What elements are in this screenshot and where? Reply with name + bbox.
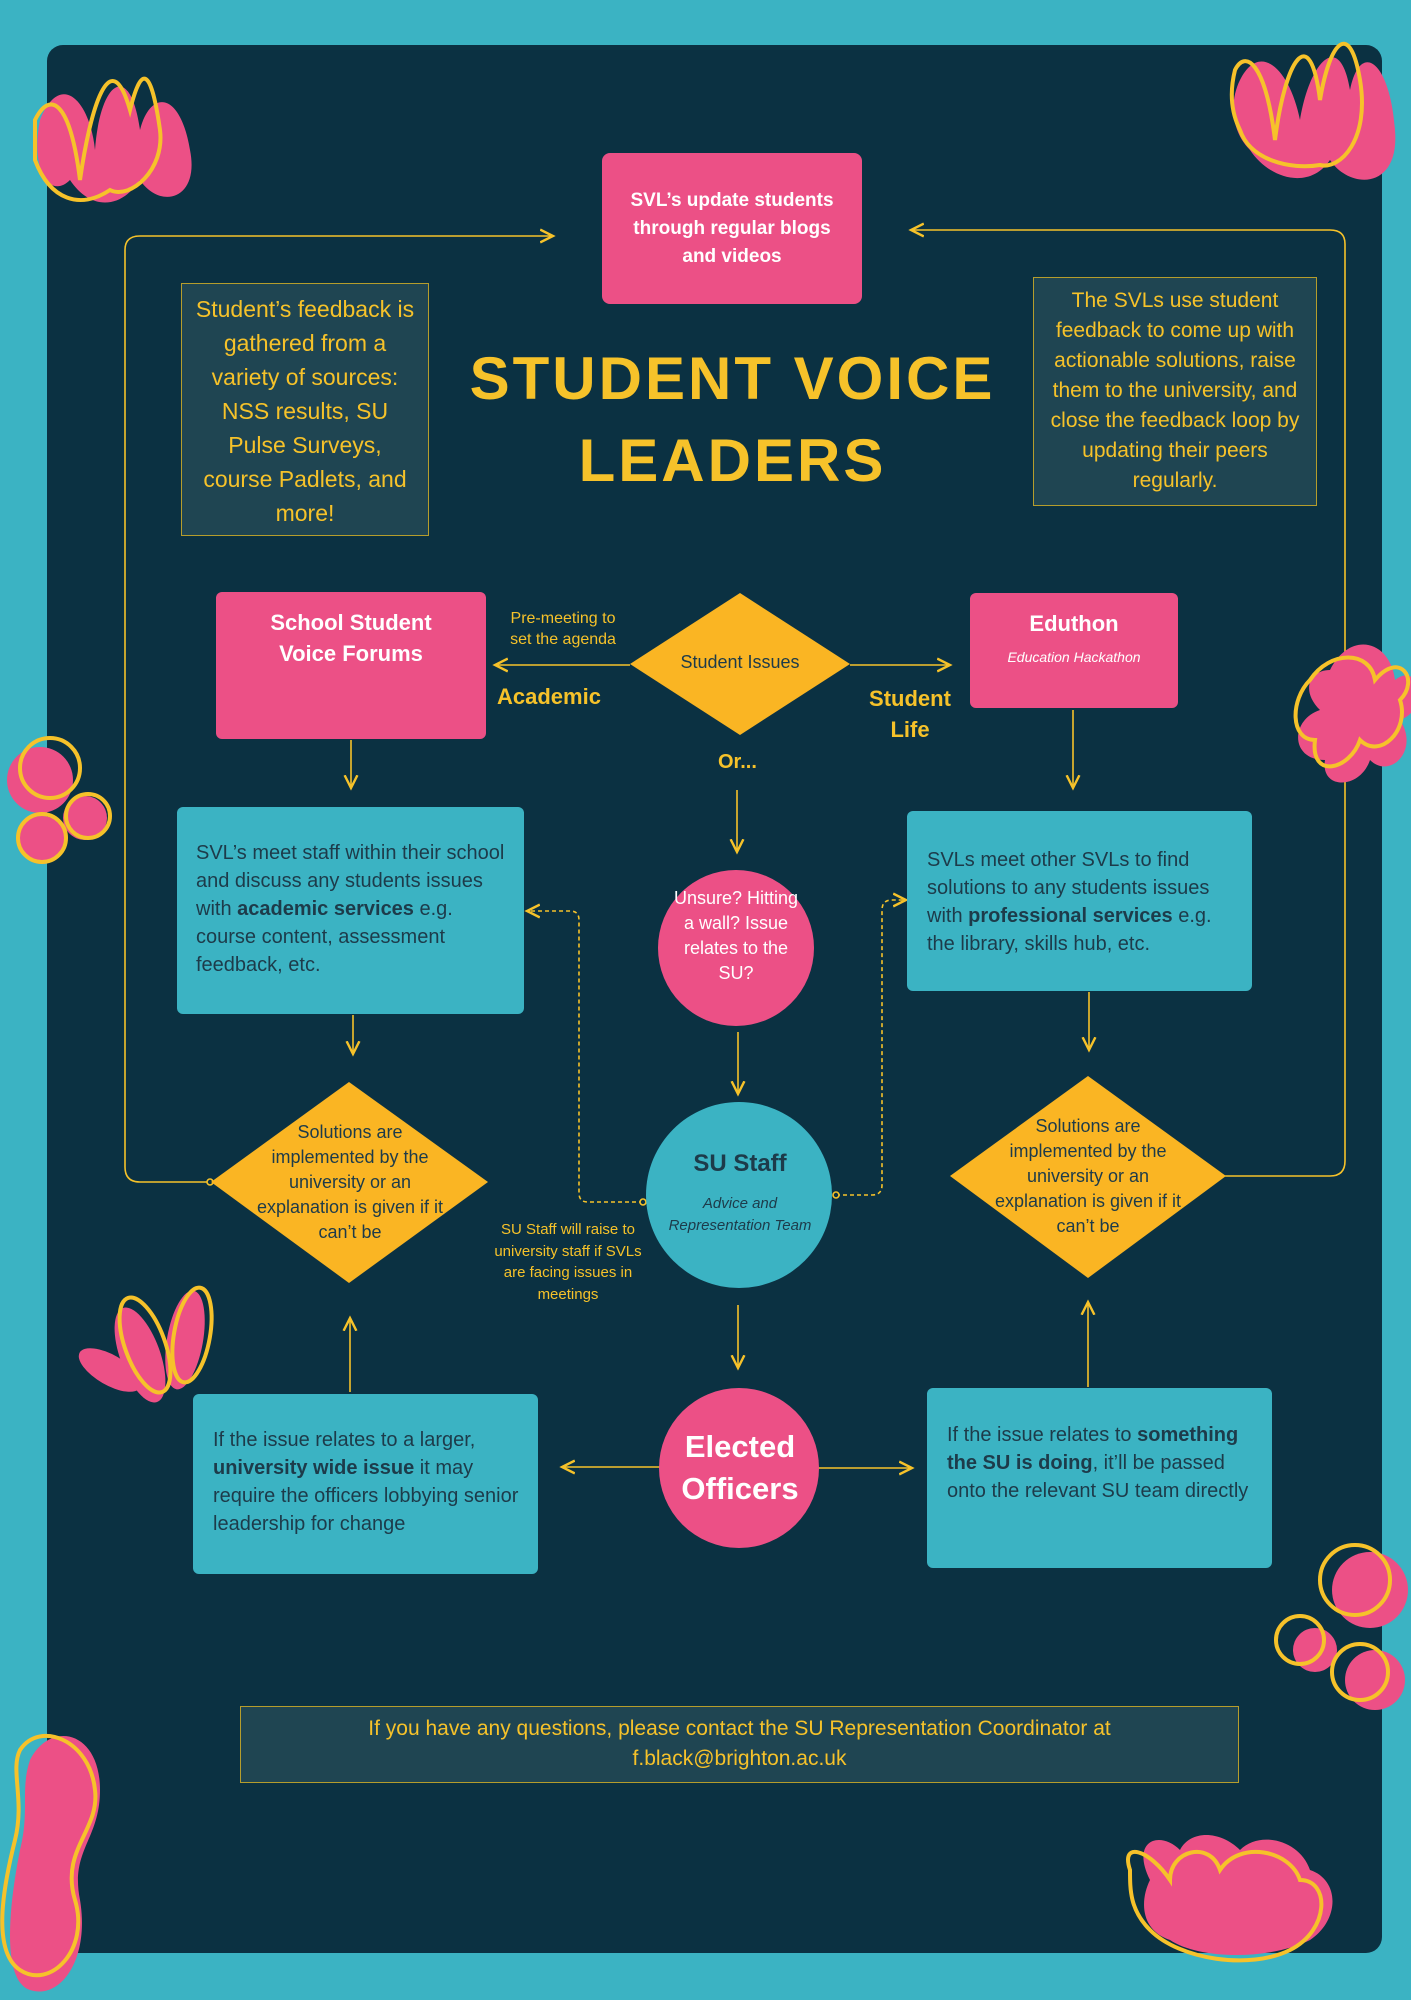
page-title: STUDENT VOICE LEADERS xyxy=(450,338,1015,502)
unsure-text: Unsure? Hitting a wall? Issue relates to… xyxy=(673,888,799,983)
su-staff-subtitle: Advice and Representation Team xyxy=(668,1195,812,1234)
professional-services-box: SVLs meet other SVLs to find solutions t… xyxy=(907,811,1252,991)
academic-services-box: SVL’s meet staff within their school and… xyxy=(177,807,524,1014)
contact-footer: If you have any questions, please contac… xyxy=(240,1706,1239,1783)
su-staff-circle xyxy=(646,1102,832,1288)
university-wide-box: If the issue relates to a larger, univer… xyxy=(193,1394,538,1574)
feedback-sources-text: Student’s feedback is gathered from a va… xyxy=(195,296,415,526)
professional-services-text-2: e.g. the library, skills hub, etc. xyxy=(927,905,1212,955)
decor-top-left xyxy=(33,76,192,203)
academic-services-text-1: SVL’s meet staff within their school and… xyxy=(196,842,505,920)
school-forums-box: School Student Voice Forums xyxy=(216,592,486,739)
feedback-sources-note: Student’s feedback is gathered from a va… xyxy=(181,283,429,536)
solutions-diamond-right xyxy=(950,1076,1226,1278)
academic-services-text-2: e.g. course content, assessment feedback… xyxy=(196,898,453,976)
contact-email[interactable]: f.black@brighton.ac.uk xyxy=(632,1747,847,1770)
su-doing-text-1: If the issue relates to xyxy=(947,1424,1138,1446)
student-issues-diamond xyxy=(630,593,850,735)
su-raise-note: SU Staff will raise to university staff … xyxy=(494,1221,642,1303)
blog-update-text: SVL’s update students through regular bl… xyxy=(630,190,834,267)
solutions-text-right: Solutions are implemented by the univers… xyxy=(994,1116,1182,1236)
su-doing-box: If the issue relates to something the SU… xyxy=(927,1388,1272,1568)
university-wide-text-1: If the issue relates to a larger, xyxy=(213,1429,476,1451)
solutions-diamond-left xyxy=(211,1082,488,1283)
student-issues-label: Student Issues xyxy=(680,652,800,672)
professional-services-text-1: SVLs meet other SVLs to find solutions t… xyxy=(927,849,1210,927)
school-forums-label: School Student Voice Forums xyxy=(270,610,432,666)
unsure-circle xyxy=(658,870,814,1026)
su-doing-bold: something the SU is doing xyxy=(947,1424,1239,1474)
decor-top-right xyxy=(1229,41,1396,180)
university-wide-bold: university wide issue xyxy=(213,1457,415,1479)
elected-line-2: Officers xyxy=(681,1471,799,1506)
student-life-label: Student Life xyxy=(869,686,951,742)
su-staff-title: SU Staff xyxy=(693,1150,787,1177)
eduthon-title: Eduthon xyxy=(1029,611,1119,636)
decor-bottom-left xyxy=(0,1733,100,1992)
academic-label: Academic xyxy=(497,684,601,709)
blog-update-box: SVL’s update students through regular bl… xyxy=(602,153,862,304)
decor-left-leaves xyxy=(78,1285,214,1403)
eduthon-box: Eduthon Education Hackathon xyxy=(970,593,1178,708)
academic-services-bold: academic services xyxy=(237,898,414,920)
contact-line-1: If you have any questions, please contac… xyxy=(368,1717,1111,1740)
title-line-1: STUDENT VOICE xyxy=(469,345,996,412)
elected-officers-label: Elected Officers xyxy=(660,1426,820,1510)
eduthon-subtitle: Education Hackathon xyxy=(1007,649,1141,665)
elected-line-1: Elected xyxy=(684,1429,796,1464)
decor-right-circles xyxy=(1274,1543,1408,1710)
professional-services-bold: professional services xyxy=(968,905,1173,927)
or-label: Or... xyxy=(718,751,757,773)
decor-right-splash xyxy=(1293,644,1411,783)
svl-solutions-text: The SVLs use student feedback to come up… xyxy=(1050,289,1300,492)
pre-meeting-label: Pre-meeting to set the agenda xyxy=(510,610,616,648)
university-wide-text-2: it may require the officers lobbying sen… xyxy=(213,1457,519,1535)
svl-solutions-note: The SVLs use student feedback to come up… xyxy=(1033,277,1317,506)
title-line-2: LEADERS xyxy=(578,427,887,494)
solutions-text-left: Solutions are implemented by the univers… xyxy=(256,1122,444,1242)
su-doing-text-2: , it’ll be passed onto the relevant SU t… xyxy=(947,1452,1249,1502)
decor-bottom-right xyxy=(1126,1835,1333,1963)
decor-left-circles xyxy=(7,736,112,864)
elected-officers-circle xyxy=(659,1388,819,1548)
